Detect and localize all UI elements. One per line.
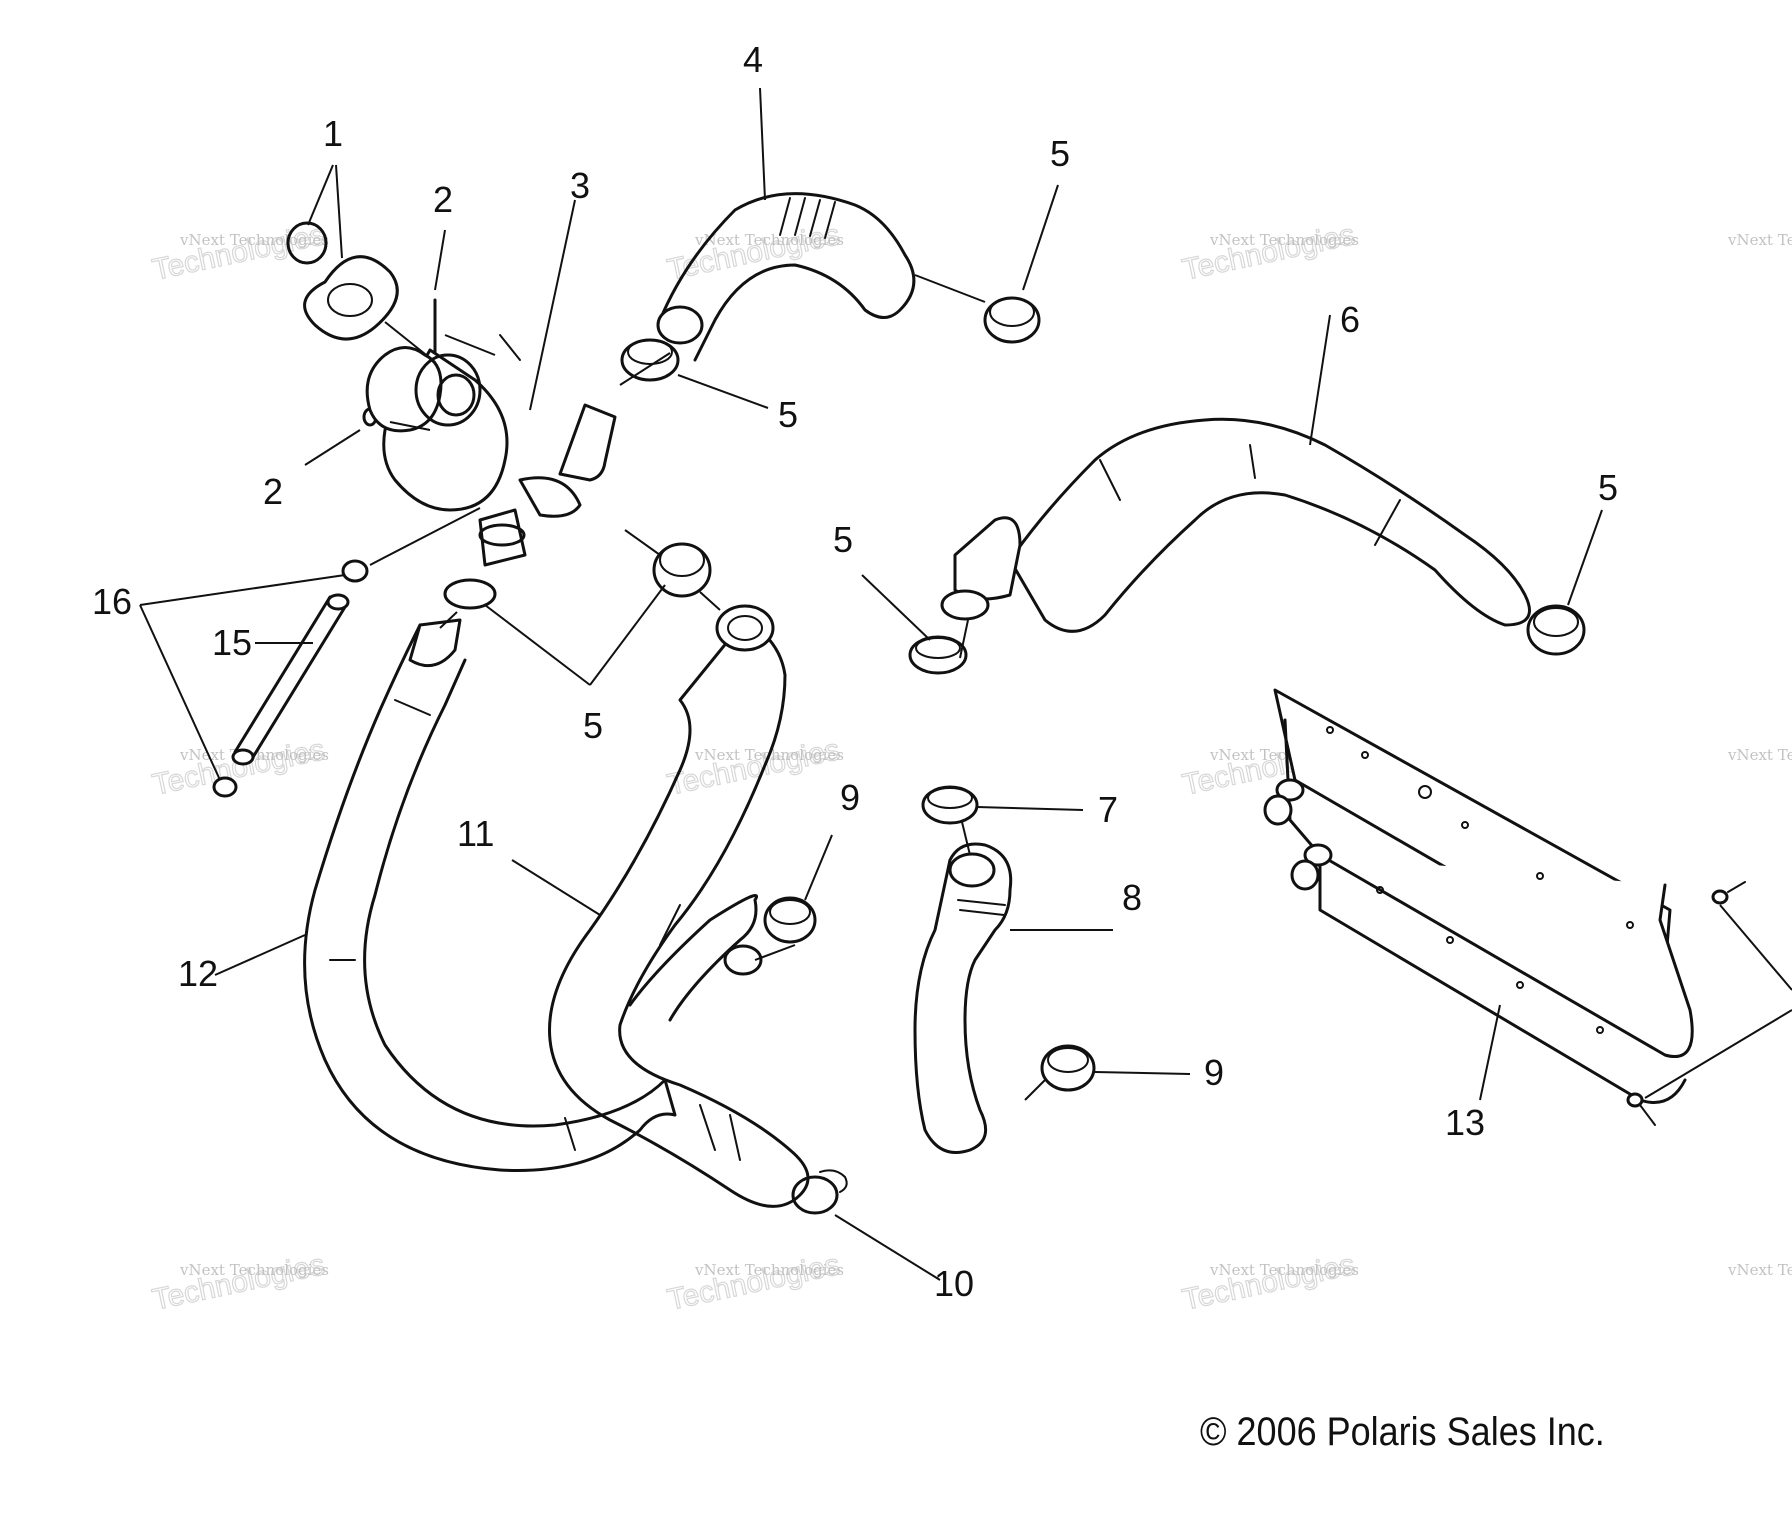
- watermark-text: vNext Technologies: [179, 1261, 329, 1279]
- watermark: vNext Technologies Technologies: [149, 218, 329, 288]
- part-9-clamp: [763, 896, 817, 944]
- right-fastener-lower: [1626, 1092, 1656, 1126]
- callout-15: 15: [212, 622, 252, 663]
- callout-1: 1: [323, 113, 343, 154]
- callout-7: 7: [1098, 789, 1118, 830]
- callout-5-center: 5: [778, 394, 798, 435]
- callout-9-upper: 9: [840, 777, 860, 818]
- callout-12: 12: [178, 953, 218, 994]
- callout-13: 13: [1445, 1102, 1485, 1143]
- part-5-clamp: [1526, 604, 1586, 656]
- part-4-upper-hose: [656, 192, 916, 362]
- watermark: vNext Technologies Technologies: [1179, 218, 1359, 288]
- callout-5-top-right: 5: [1050, 133, 1070, 174]
- callout-2-upper: 2: [433, 179, 453, 220]
- callout-5-mid: 5: [833, 519, 853, 560]
- part-5-clamp: [652, 542, 712, 598]
- callout-6: 6: [1340, 299, 1360, 340]
- part-5-clamp: [908, 635, 968, 675]
- part-5-clamp: [983, 296, 1041, 344]
- part-5-clamp: [443, 578, 497, 610]
- watermark: vNext Technologies Technologies: [149, 1248, 329, 1318]
- watermark: vNext Technologies: [1727, 746, 1792, 764]
- callout-16: 16: [92, 581, 132, 622]
- watermark: vNext Technologies: [1727, 231, 1792, 249]
- watermark-text: vNext Technologies: [1727, 231, 1792, 249]
- callout-5-right: 5: [1598, 467, 1618, 508]
- watermark-text: vNext Technologies: [1209, 231, 1359, 249]
- part-1-radiator-cap: [286, 221, 399, 341]
- part-9-clamp: [1040, 1044, 1096, 1092]
- watermark-text: vNext Technologies: [179, 231, 329, 249]
- watermark-text-large: Technologies: [665, 1248, 843, 1317]
- callout-5-lower: 5: [583, 705, 603, 746]
- callout-10: 10: [934, 1263, 974, 1304]
- watermark-text: vNext Technologies: [1727, 746, 1792, 764]
- callout-8: 8: [1122, 877, 1142, 918]
- watermark-text-large: Technologies: [150, 218, 328, 287]
- part-10-clamp: [791, 1169, 848, 1215]
- copyright-notice: © 2006 Polaris Sales Inc.: [1200, 1410, 1605, 1454]
- leader-lines: [139, 87, 1792, 1281]
- part-5-clamp: [620, 338, 680, 382]
- part-7-small-clamp: [921, 785, 979, 825]
- watermark: vNext Technologies Technologies: [1179, 1248, 1359, 1318]
- callout-2-lower: 2: [263, 471, 283, 512]
- part-6-long-hose: [940, 417, 1531, 633]
- callout-labels: 1 2 2 3 4 5 5 5 5 5 6 7 8 9 9 10 11 12 1…: [92, 39, 1618, 1304]
- part-16-cap-lower: [212, 776, 238, 798]
- watermark-text: vNext Technologies: [694, 231, 844, 249]
- watermark-text: vNext Technologies: [1727, 1261, 1792, 1279]
- part-8-bypass-hose: [913, 842, 1013, 1154]
- watermark: vNext Technologies Technologies: [664, 1248, 844, 1318]
- part-12-lower-hose: [303, 618, 677, 1172]
- watermark-text-large: Technologies: [1180, 218, 1358, 287]
- watermark: vNext Technologies: [1727, 1261, 1792, 1279]
- right-fastener-upper: [1711, 881, 1746, 905]
- callout-3: 3: [570, 165, 590, 206]
- part-3-reservoir-housing: [365, 334, 617, 567]
- part-11-y-hose: [548, 604, 810, 1208]
- part-13-radiator: [1263, 688, 1694, 1104]
- part-15-tube: [231, 593, 350, 766]
- watermark-text: vNext Technologies: [1209, 1261, 1359, 1279]
- watermark-text-large: Technologies: [1180, 1248, 1358, 1317]
- callout-11: 11: [457, 813, 494, 854]
- callout-4: 4: [743, 39, 763, 80]
- watermark-text: vNext Technologies: [694, 1261, 844, 1279]
- watermark-text-large: Technologies: [150, 1248, 328, 1317]
- part-16-cap-upper: [341, 559, 369, 583]
- callout-9-lower: 9: [1204, 1052, 1224, 1093]
